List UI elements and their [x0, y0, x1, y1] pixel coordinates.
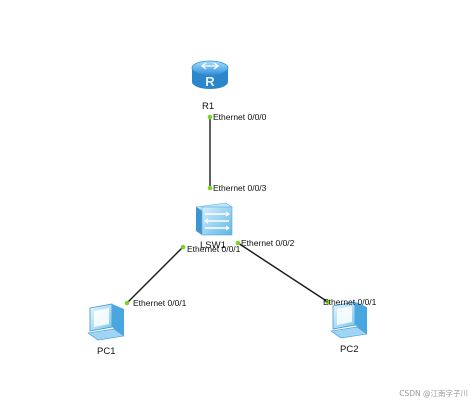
switch-icon — [195, 202, 233, 236]
port-label-pc1-e001: Ethernet 0/0/1 — [133, 298, 187, 308]
port-dot-pc1-e001 — [124, 300, 130, 306]
device-label-r1: R1 — [202, 101, 214, 112]
link-lsw1-pc2[interactable] — [237, 242, 329, 303]
port-label-lsw1-e002: Ethernet 0/0/2 — [241, 238, 295, 248]
pc-icon — [330, 301, 368, 339]
port-dot-r1-e000 — [207, 114, 213, 120]
port-label-r1-e000: Ethernet 0/0/0 — [213, 112, 267, 122]
port-dot-lsw1-e001 — [180, 244, 186, 250]
device-label-pc2: PC2 — [340, 344, 358, 355]
svg-text:R: R — [205, 74, 215, 89]
switch-lsw1[interactable]: LSW1 — [195, 202, 233, 251]
router-icon: R — [191, 60, 229, 89]
device-label-pc1: PC1 — [97, 346, 115, 357]
port-dot-lsw1-e003 — [207, 185, 213, 191]
port-label-lsw1-e001: Ethernet 0/0/1 — [187, 244, 241, 254]
port-dot-pc2-e001 — [325, 299, 331, 305]
watermark: CSDN @江南字子川 — [399, 388, 468, 398]
port-label-lsw1-e003: Ethernet 0/0/3 — [213, 183, 267, 193]
port-label-pc2-e001: Ethernet 0/0/1 — [323, 297, 377, 307]
pc-icon — [87, 303, 125, 341]
router-r1[interactable]: R R1 — [191, 60, 229, 112]
pc-pc1[interactable]: PC1 — [87, 303, 125, 357]
device-label-lsw1: LSW1 — [200, 240, 226, 251]
link-lsw1-pc1[interactable] — [126, 246, 184, 304]
pc-pc2[interactable]: PC2 — [330, 301, 368, 355]
port-dot-lsw1-e002 — [235, 240, 241, 246]
